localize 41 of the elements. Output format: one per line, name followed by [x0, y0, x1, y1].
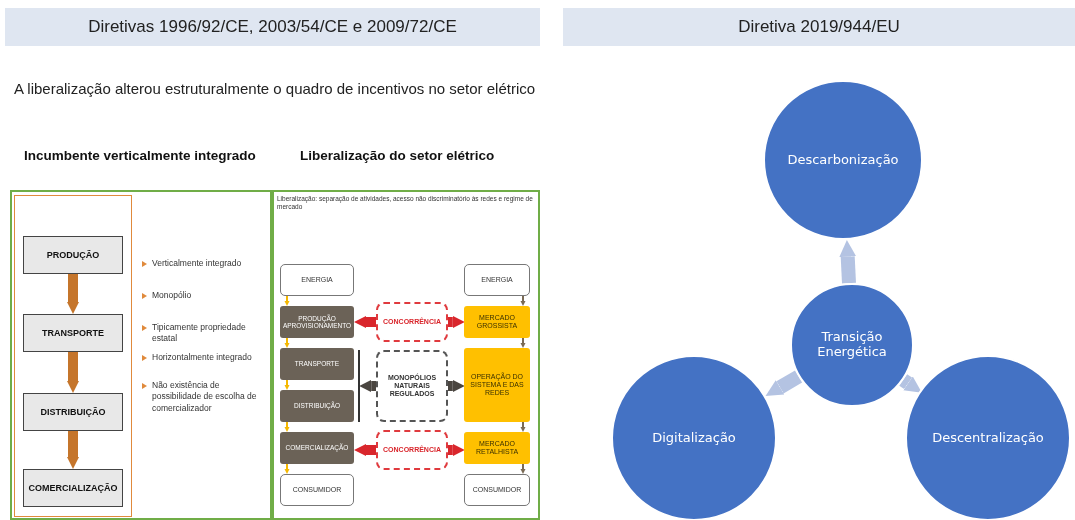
- bracket-line: [358, 350, 360, 422]
- process-box: PRODUÇÃO: [23, 236, 123, 274]
- bullet-text: Verticalmente integrado: [152, 258, 243, 270]
- header-band: Diretiva 2019/944/EU: [563, 8, 1075, 46]
- arrow: [899, 374, 922, 393]
- arrow: [839, 239, 857, 284]
- arrow: [284, 379, 290, 390]
- arrow: [284, 337, 290, 348]
- arrow: [67, 274, 79, 314]
- arrow: [448, 316, 465, 328]
- circle-node: Descarbonização: [763, 80, 923, 240]
- arrow: [520, 295, 526, 306]
- process-box: TRANSPORTE: [23, 314, 123, 352]
- circle-node: Digitalização: [611, 355, 777, 520]
- section-heading: Liberalização do setor elétrico: [300, 148, 495, 163]
- arrow: [354, 316, 376, 328]
- arrow: [448, 444, 465, 456]
- bullet-text: Monopólio: [152, 290, 193, 302]
- arrow: [67, 352, 79, 393]
- circle-node: Descentralização: [905, 355, 1071, 520]
- arrow: [520, 463, 526, 474]
- header-band: Diretivas 1996/92/CE, 2003/54/CE e 2009/72/CE: [5, 8, 540, 46]
- arrow: [284, 295, 290, 306]
- bullet-text: Tipicamente propriedade estatal: [152, 322, 247, 345]
- arrow: [765, 370, 803, 396]
- bullet-text: Horizontalmente integrado: [152, 352, 253, 364]
- arrow: [520, 337, 526, 348]
- process-box: DISTRIBUIÇÃO: [23, 393, 123, 431]
- circle-node: Transição Energética: [790, 283, 914, 407]
- arrow: [354, 444, 376, 456]
- group-frame: [14, 195, 132, 517]
- process-box: COMERCIALIZAÇÃO: [23, 469, 123, 507]
- arrow: [359, 380, 376, 392]
- arrow: [284, 463, 290, 474]
- subtitle-text: A liberalização alterou estruturalmente o quadro de incentivos no setor elétrico: [14, 80, 536, 97]
- bullet-text: Não existência de possibilidade de escolha de comercializador: [152, 380, 258, 415]
- arrow: [284, 421, 290, 432]
- section-heading: Incumbente verticalmente integrado: [24, 148, 256, 163]
- arrow: [67, 431, 79, 469]
- arrow: [448, 380, 465, 392]
- arrow: [520, 421, 526, 432]
